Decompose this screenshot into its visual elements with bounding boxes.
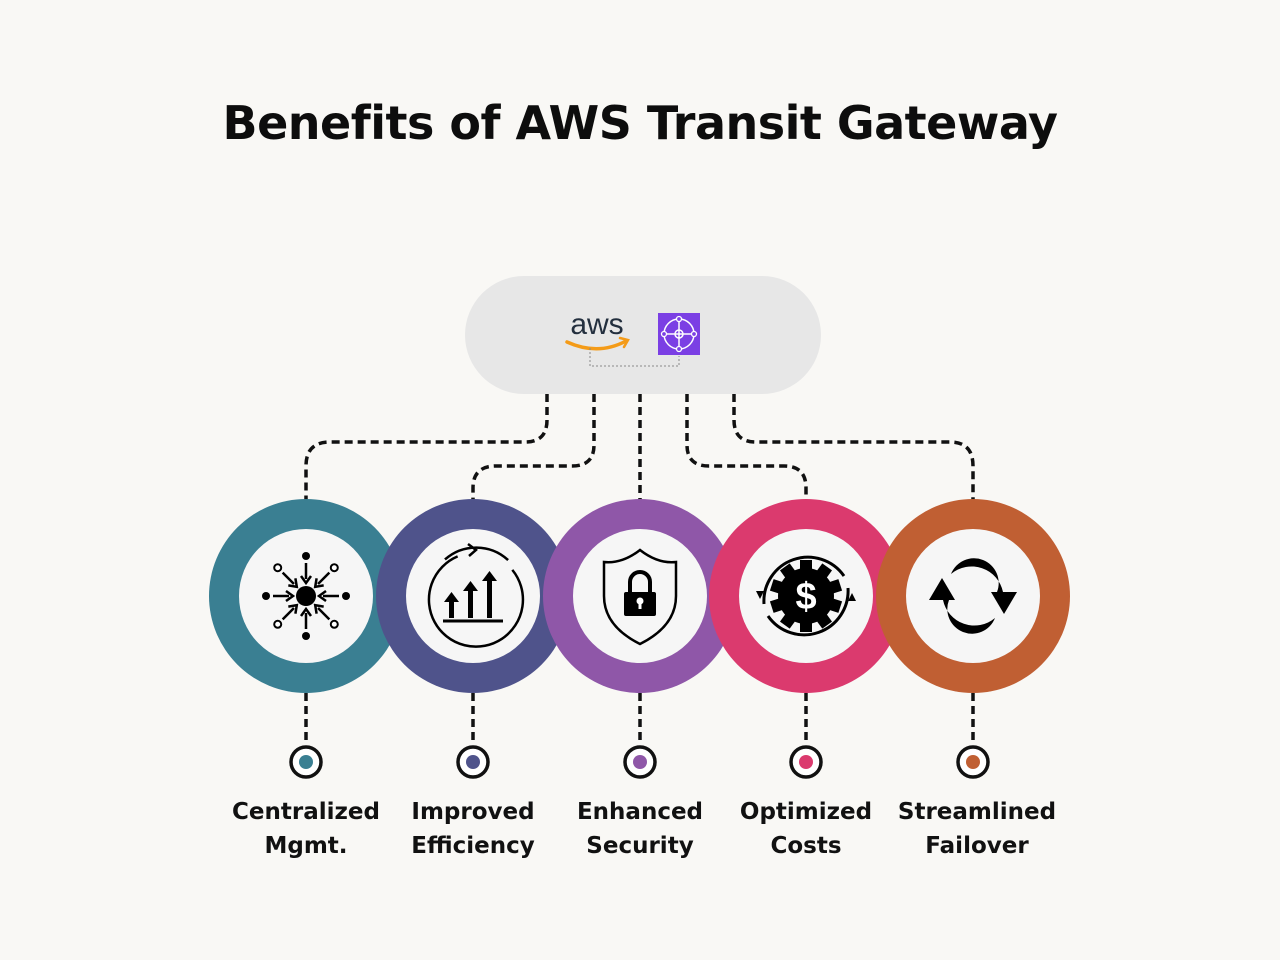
benefit-circle bbox=[376, 499, 570, 779]
benefit-label-line2: Security bbox=[586, 833, 694, 859]
connector-1 bbox=[304, 394, 549, 500]
benefit-label-line2: Costs bbox=[770, 833, 842, 859]
refresh-arrows-icon bbox=[929, 558, 1017, 634]
benefit-circle bbox=[543, 499, 737, 779]
benefit-label-line1: Improved bbox=[411, 799, 535, 825]
connector-5 bbox=[732, 394, 975, 500]
aws-logo: aws bbox=[565, 308, 630, 351]
benefit-label-line2: Mgmt. bbox=[264, 833, 348, 859]
logo-link-dotted bbox=[589, 348, 680, 367]
label-marker-dot bbox=[799, 755, 813, 769]
benefit-label-line1: Centralized bbox=[232, 799, 380, 825]
growth-chart-icon bbox=[427, 543, 525, 648]
benefit-inner bbox=[906, 529, 1040, 663]
label-marker-dot bbox=[466, 755, 480, 769]
benefit-label-line1: Optimized bbox=[739, 799, 873, 825]
connector-2 bbox=[471, 394, 596, 500]
shield-lock-icon bbox=[602, 548, 678, 646]
svg-text:aws: aws bbox=[570, 308, 623, 341]
connectors bbox=[304, 394, 975, 500]
benefit-circle: $ bbox=[709, 499, 903, 779]
svg-text:$: $ bbox=[795, 576, 816, 618]
benefit-label-line2: Efficiency bbox=[411, 833, 535, 859]
centralize-arrows-icon bbox=[262, 552, 350, 640]
benefit-label-line1: Enhanced bbox=[576, 799, 704, 825]
label-marker-dot bbox=[966, 755, 980, 769]
gear-dollar-icon: $ bbox=[756, 555, 856, 637]
benefit-label-line1: Streamlined bbox=[897, 799, 1057, 825]
connector-4 bbox=[685, 394, 808, 500]
benefit-circle bbox=[876, 499, 1070, 779]
transit-gateway-icon bbox=[658, 313, 700, 355]
transit-gateway-hub bbox=[465, 276, 821, 394]
label-marker-dot bbox=[299, 755, 313, 769]
benefit-label-line2: Failover bbox=[925, 833, 1029, 859]
page-title: Benefits of AWS Transit Gateway bbox=[222, 96, 1058, 150]
label-marker-dot bbox=[633, 755, 647, 769]
benefit-circle bbox=[209, 499, 403, 779]
